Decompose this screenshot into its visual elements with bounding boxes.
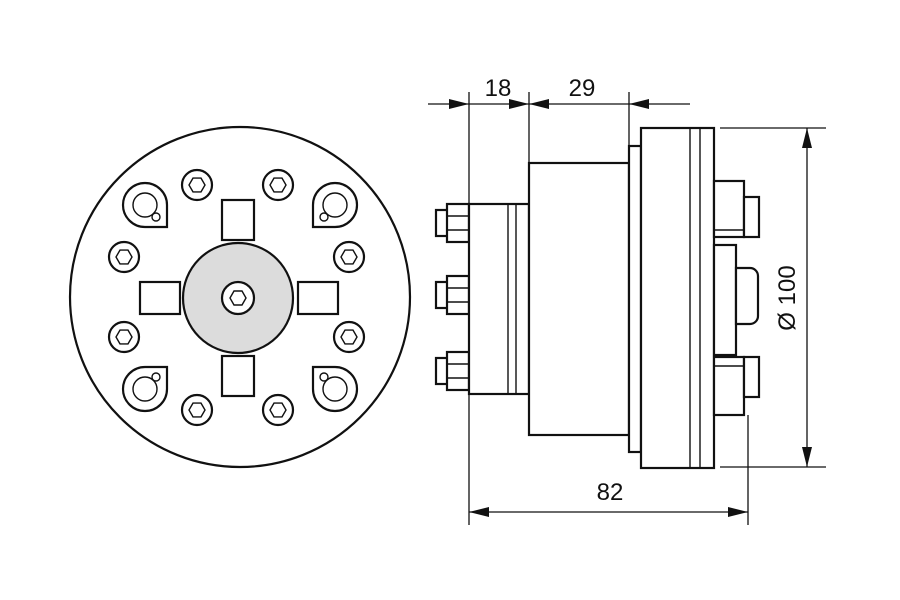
hex-socket-icon bbox=[340, 249, 358, 265]
dimension-lines bbox=[428, 92, 826, 525]
side-clamp-jaws bbox=[712, 179, 761, 417]
hex-socket-icon bbox=[269, 177, 287, 193]
hex-socket-icon bbox=[115, 329, 133, 345]
socket-bolt bbox=[332, 320, 366, 354]
hex-socket-icon bbox=[269, 402, 287, 418]
dim-diameter: Ø 100 bbox=[774, 265, 801, 330]
dim-body-length: 29 bbox=[569, 75, 596, 102]
drive-block-right bbox=[296, 280, 340, 316]
side-right-flange-outer bbox=[627, 144, 643, 454]
side-right-flange bbox=[639, 126, 716, 470]
socket-bolt bbox=[180, 168, 214, 202]
hex-socket-icon bbox=[188, 402, 206, 418]
socket-bolts bbox=[107, 168, 366, 427]
side-main-body bbox=[527, 161, 631, 437]
side-left-flange bbox=[467, 202, 531, 396]
clamp-hole-bottom-right bbox=[311, 365, 359, 413]
front-center-hex-icon bbox=[229, 290, 247, 306]
side-nuts bbox=[434, 202, 471, 392]
socket-bolt bbox=[332, 240, 366, 274]
hex-socket-icon bbox=[115, 249, 133, 265]
hex-socket-icon bbox=[188, 177, 206, 193]
front-center-bolt bbox=[220, 280, 256, 316]
front-view bbox=[68, 125, 412, 469]
clamp-hole-top-right bbox=[311, 181, 359, 229]
drive-block-bottom bbox=[220, 354, 256, 398]
socket-bolt bbox=[261, 168, 295, 202]
drive-block-top bbox=[220, 198, 256, 242]
drive-block-left bbox=[138, 280, 182, 316]
socket-bolt bbox=[180, 393, 214, 427]
dim-flange-thickness: 18 bbox=[485, 75, 512, 102]
clamp-hole-top-left bbox=[121, 181, 169, 229]
side-view bbox=[434, 126, 761, 470]
clamp-hole-bottom-left bbox=[121, 365, 169, 413]
socket-bolt bbox=[107, 240, 141, 274]
socket-bolt bbox=[107, 320, 141, 354]
dim-overall-length: 82 bbox=[597, 479, 624, 506]
hex-socket-icon bbox=[340, 329, 358, 345]
socket-bolt bbox=[261, 393, 295, 427]
